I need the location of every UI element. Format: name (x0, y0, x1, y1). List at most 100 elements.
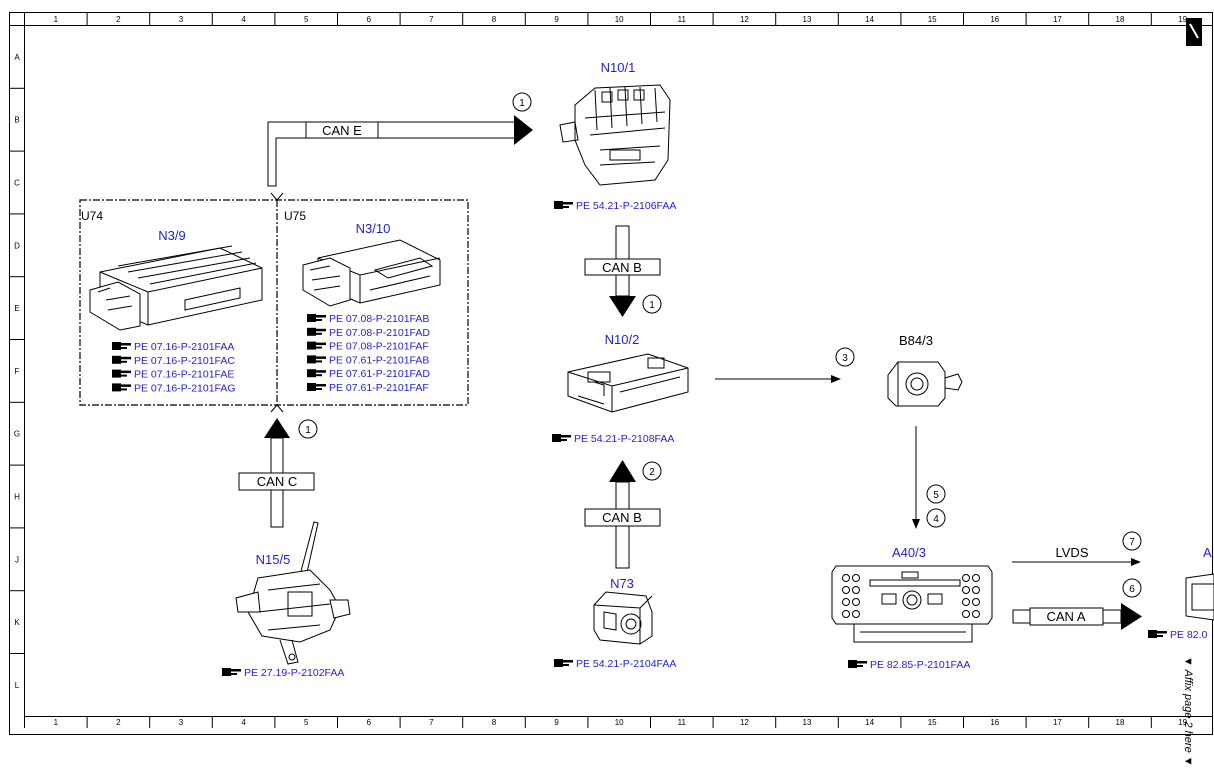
grid-col-label: 14 (865, 718, 874, 727)
reference-text: PE 07.08-P-2101FAB (329, 313, 429, 325)
affix-page-note: ▼ Affix page 2 here ▼ (1182, 656, 1194, 767)
grid-col-label: 10 (615, 15, 624, 24)
grid-row-label: H (14, 493, 20, 502)
grid-col-label: 5 (304, 718, 309, 727)
reference-notes: PE 54.21-P-2106FAA PE 07.16-P-2101FAA PE 0… (112, 200, 1208, 679)
pointing-hand-icon (112, 355, 131, 364)
reference-text: PE 07.16-P-2101FAC (134, 355, 235, 367)
callout-5: 5 (926, 484, 946, 504)
transmission-control-unit-icon (302, 239, 441, 307)
svg-text:6: 6 (1129, 584, 1135, 595)
grid-col-label: 18 (1116, 15, 1125, 24)
grid-col-label: 6 (367, 15, 372, 24)
reference-note: PE 54.21-P-2104FAA (554, 658, 676, 670)
grid-col-label: 7 (429, 15, 434, 24)
pointing-hand-icon (307, 355, 326, 364)
pointing-hand-icon (554, 201, 573, 209)
pointing-hand-icon (112, 369, 131, 378)
pointing-hand-icon (222, 668, 241, 676)
label-n10-2: N10/2 (605, 332, 640, 347)
reference-text: PE 54.21-P-2108FAA (574, 433, 674, 445)
label-n73: N73 (610, 576, 634, 591)
grid-col-label: 19 (1178, 718, 1187, 727)
grid-col-label: 2 (116, 718, 121, 727)
label-n3-9: N3/9 (158, 228, 185, 243)
grid-col-label: 9 (554, 718, 559, 727)
gear-selector-icon (235, 521, 351, 665)
grid-col-label: 4 (241, 718, 246, 727)
sam-module-icon (567, 353, 689, 413)
grid-col-label: 3 (179, 718, 184, 727)
grid-col-label: 4 (241, 15, 246, 24)
callout-1-can-e: 1 (512, 92, 532, 112)
svg-text:1: 1 (649, 300, 655, 311)
bus-can-b-top: CAN B (584, 225, 661, 317)
svg-text:1: 1 (519, 98, 525, 109)
grid-col-label: 12 (740, 15, 749, 24)
callout-1-can-b: 1 (642, 294, 662, 314)
pointing-hand-icon (112, 383, 131, 392)
label-n15-5: N15/5 (256, 552, 291, 567)
svg-text:5: 5 (933, 490, 939, 501)
grid-col-label: 18 (1116, 718, 1125, 727)
group-label-u74: U74 (81, 209, 103, 223)
grid-row-label: F (15, 367, 20, 376)
fuse-relay-module-icon (559, 84, 671, 186)
grid-row-label: E (14, 304, 19, 313)
bus-can-e: CAN E (267, 115, 533, 187)
grid-col-label: 7 (429, 718, 434, 727)
reference-text: PE 82.85-P-2101FAA (870, 659, 970, 671)
reference-text: PE 27.19-P-2102FAA (244, 667, 344, 679)
grid-row-label: A (14, 53, 20, 62)
bus-lvds: LVDS (1012, 545, 1141, 566)
reference-text: PE 07.61-P-2101FAD (329, 368, 430, 380)
reference-text: PE 07.61-P-2101FAF (329, 382, 429, 394)
drawing-frame (9, 12, 1213, 735)
grid-col-label: 11 (678, 718, 687, 727)
reference-text: PE 07.16-P-2101FAG (134, 382, 236, 394)
reference-note: PE 07.16-P-2101FAA (112, 341, 234, 353)
callout-3: 3 (835, 347, 855, 367)
pointing-hand-icon (307, 327, 326, 336)
reference-note: PE 54.21-P-2106FAA (554, 200, 676, 212)
grid-col-label: 17 (1053, 15, 1062, 24)
grid-col-label: 16 (990, 718, 999, 727)
reference-text: PE 07.08-P-2101FAF (329, 341, 429, 353)
pointing-hand-icon (848, 660, 867, 668)
reference-note: PE 54.21-P-2108FAA (552, 433, 674, 445)
component-n15-5: N15/5 (235, 521, 351, 665)
reference-note: PE 82.0 (1148, 629, 1208, 641)
group-label-u75: U75 (284, 209, 306, 223)
pointing-hand-icon (307, 341, 326, 350)
label-a40-3: A40/3 (892, 545, 926, 560)
reference-note: PE 07.08-P-2101FAB (307, 313, 429, 325)
grid-col-label: 9 (554, 15, 559, 24)
grid-col-label: 10 (615, 718, 624, 727)
reference-note: PE 07.08-P-2101FAD (307, 327, 430, 339)
reference-note: PE 82.85-P-2101FAA (848, 659, 970, 671)
svg-text:4: 4 (933, 514, 939, 525)
reference-note: PE 07.16-P-2101FAG (112, 382, 236, 394)
component-n3-9: N3/9 (89, 228, 263, 331)
grid-col-label: 5 (304, 15, 309, 24)
grid-col-label: 8 (492, 718, 497, 727)
bus-label-can-a: CAN A (1046, 609, 1085, 624)
label-n3-10: N3/10 (356, 221, 391, 236)
grid-col-label: 1 (54, 15, 59, 24)
reference-note: PE 07.61-P-2101FAF (307, 382, 429, 394)
component-b84-3: B84/3 (887, 333, 963, 407)
pointing-hand-icon (307, 369, 326, 378)
camera-icon (887, 361, 963, 407)
affix-note: ▼ Affix page 2 here ▼ (1182, 656, 1194, 767)
grid-col-label: 3 (179, 15, 184, 24)
svg-text:1: 1 (305, 425, 311, 436)
pointing-hand-icon (1148, 630, 1167, 638)
grid-col-label: 14 (865, 15, 874, 24)
callout-1-can-c: 1 (298, 419, 318, 439)
reference-text: PE 54.21-P-2104FAA (576, 658, 676, 670)
component-a40-3: A40/3 (831, 545, 993, 643)
